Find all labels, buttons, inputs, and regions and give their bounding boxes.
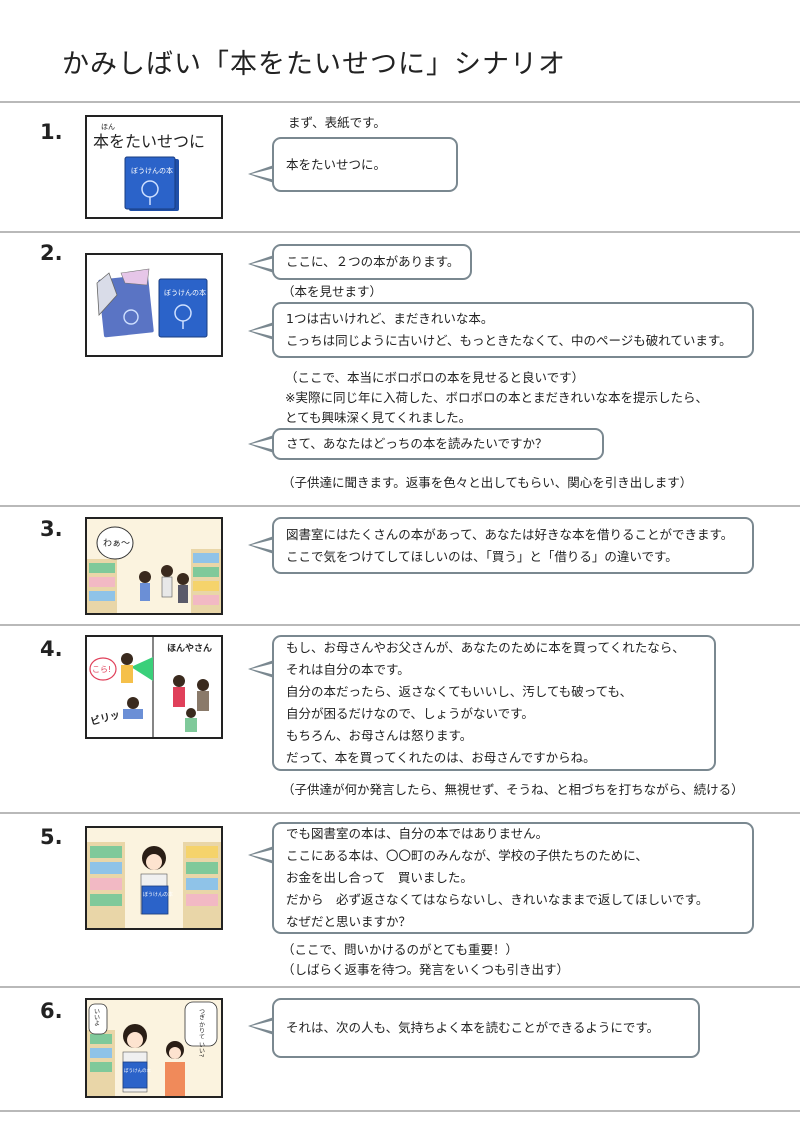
book-illustration: ぼうけんの本 [124,156,179,211]
panel-speech: わぁ〜 [103,538,130,549]
speech-bubble: 1つは古いけれど、まだきれいな本。 こっちは同じように古いけど、もっときたなくて… [272,302,754,358]
panel-two-books: ぼうけんの本 [85,253,223,357]
separator [0,101,800,103]
bubble-line: さて、あなたはどっちの本を読みたいですか？ [286,436,548,451]
separator [0,231,800,233]
bubble-line: ここで気をつけてしてほしいのは、「買う」と「借りる」の違いです。 [286,548,678,564]
section-number: 6. [40,999,63,1023]
separator [0,505,800,507]
book-label: ぼうけんの本 [131,166,173,175]
stage-note: （子供達が何か発言したら、無視せず、そうね、と相づちを打ちながら、続ける） [282,782,744,797]
panel-label: ほんやさん [167,643,212,654]
speech-bubble: 図書室にはたくさんの本があって、あなたは好きな本を借りることができます。 ここで… [272,517,754,574]
bubble-line: ここにある本は、〇〇町のみんなが、学校の子供たちのために、 [286,848,648,863]
bubble-line: 自分が困るだけなので、しょうがないです。 [286,706,534,721]
bubble-line: ここに、２つの本があります。 [286,254,460,269]
boy-figure [165,1041,185,1096]
bubble-line: もし、お母さんやお父さんが、あなたのために本を買ってくれたなら、 [286,640,685,655]
speech-bubble: もし、お母さんやお父さんが、あなたのために本を買ってくれたなら、 それは自分の本… [272,635,716,771]
bubble-line: 自分の本だったら、返さなくてもいいし、汚しても破っても、 [286,684,633,699]
bubble-line: 図書室にはたくさんの本があって、あなたは好きな本を借りることができます。 [286,526,734,542]
girl-figure [140,846,168,915]
page-title: かみしばい「本をたいせつに」シナリオ [62,49,566,80]
panel-ruby: ほん [101,123,115,131]
panel-title-text: 本をたいせつに [93,132,205,151]
speech-bubble: ここに、２つの本があります。 [272,244,472,280]
speech-bubble: でも図書室の本は、自分の本ではありません。 ここにある本は、〇〇町のみんなが、学… [272,822,754,934]
book-label: ぼうけんの本 [164,288,206,297]
panel-sfx: こら! [92,665,111,674]
bubble-line: だって、本を買ってくれたのは、お母さんですからね。 [286,750,596,765]
children-figures [139,565,189,603]
speech-bubble: 本をたいせつに。 [272,137,458,192]
girl-figure: ぼうけんの本 [122,1024,151,1093]
separator [0,986,800,988]
panel-library-girl: ぼうけんの本 [85,826,223,930]
shop-figures [173,675,209,732]
separator [0,812,800,814]
separator [0,1110,800,1112]
stage-note: （ここで、本当にボロボロの本を見せると良いです） ※実際に同じ年に入荷した、ボロ… [285,370,708,425]
panel-speech: いいよ [93,1008,100,1026]
section-number: 4. [40,637,63,661]
section-number: 2. [40,241,63,265]
bubble-line: こっちは同じように古いけど、もっときたなくて、中のページも破れています。 [286,333,732,348]
old-torn-book [96,268,154,338]
mother-figure [121,653,133,683]
bubble-line: なぜだと思いますか？ [286,914,412,929]
bubble-line: だから 必ず返さなくてはならないし、きれいなままで返してほしいです。 [286,892,709,907]
section-number: 1. [40,120,63,144]
panel-cover: ほん 本をたいせつに ぼうけんの本 [85,115,223,219]
book-label: ぼうけんの本 [124,1067,151,1074]
bubble-line: もちろん、お母さんは怒ります。 [286,728,473,743]
stage-note: （子供達に聞きます。返事を色々と出してもらい、関心を引き出します） [282,475,693,490]
panel-bookstore: ほんやさん こら! ビリッ [85,635,223,739]
bubble-line: それは自分の本です。 [286,662,410,677]
section-number: 3. [40,517,63,541]
bookshelves [87,842,221,928]
speech-bubble: それは、次の人も、気持ちよく本を読むことができるようにです。 [272,998,700,1058]
bubble-line: お金を出し合って 買いました。 [286,870,473,885]
separator [0,624,800,626]
bubble-line: それは、次の人も、気持ちよく本を読むことができるようにです。 [286,1020,660,1035]
speech-bubble: さて、あなたはどっちの本を読みたいですか？ [272,428,604,460]
bubble-line: 本をたいせつに。 [286,156,387,172]
section-number: 5. [40,825,63,849]
panel-library: わぁ〜 [85,517,223,615]
panel-speech: つぎ かりて いい? [198,1008,205,1057]
bubble-line: 1つは古いけれど、まだきれいな本。 [286,311,494,326]
bubble-line: でも図書室の本は、自分の本ではありません。 [286,826,549,841]
stage-note: （本を見せます） [282,284,383,299]
stage-note: （ここで、問いかけるのがとても重要！） （しばらく返事を待つ。発言をいくつも引き… [282,942,570,977]
bookshelves [87,549,221,613]
clean-book: ぼうけんの本 [158,278,208,338]
panel-next-reader: いいよ つぎ かりて いい? ぼうけんの本 [85,998,223,1098]
book-label: ぼうけんの本 [143,891,173,898]
note-before-bubble: まず、表紙です。 [288,115,386,130]
child-figure [123,697,143,719]
